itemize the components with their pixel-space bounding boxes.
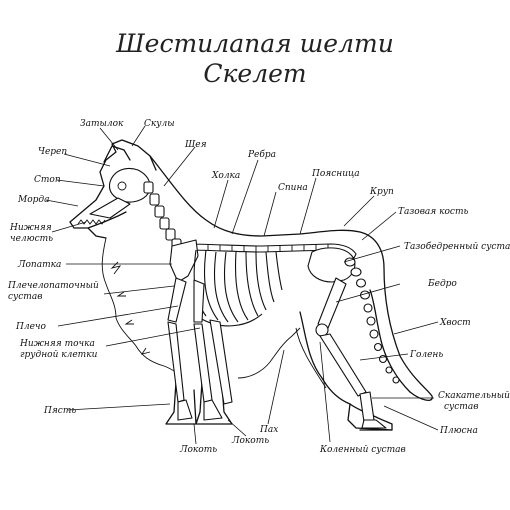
front-leg-bones [167,277,233,421]
label-skakat-1: Скакательный [438,391,510,401]
frontleg-outline [165,381,233,425]
label-pah: Пах [259,425,278,435]
hindpaw-outline [347,403,393,431]
label-rebra: Ребра [247,149,276,160]
label-plecheloopat-2: сустав [8,292,42,302]
label-nizh-chelyust-1: Нижняя [9,223,52,233]
label-golen: Голень [409,350,443,360]
label-cherep: Череп [38,147,67,157]
label-tazobedr-sustav: Тазобедренный сустав [404,241,510,252]
diagram-subtitle: Скелет [203,59,307,88]
tail-outline [369,289,411,393]
label-holka: Холка [211,171,240,181]
label-plecheloopat-1: Плечелопаточный [7,281,99,291]
label-hvost: Хвост [439,318,471,328]
label-zatylok: Затылок [80,119,124,129]
ruff-outline [101,237,183,377]
eye-socket [117,181,127,191]
label-tazovaya-kost: Тазовая кость [398,207,468,217]
skeleton [89,167,400,429]
hind-leg-bones [315,277,387,429]
head-outline [69,139,157,223]
belly-outline [237,327,301,379]
label-skakat-2: сустав [444,402,478,412]
label-stop: Стоп [34,175,61,185]
dog-outline [69,139,433,431]
label-plecho: Плечо [15,322,47,332]
cervical-vertebrae [143,181,182,250]
labels: Затылок Скулы Череп Шея Ребра Стоп Холка… [7,119,510,455]
label-lokot-1: Локоть [179,445,217,455]
label-past: Пясть [43,406,76,416]
label-lokot-2: Локоть [231,436,269,446]
label-morda: Морда [17,195,49,205]
label-spina: Спина [278,183,308,193]
label-bedro: Бедро [427,279,457,289]
ribcage [193,249,283,327]
label-kolen-sustav: Коленный сустав [319,445,406,455]
label-nizh-chelyust-2: челюсть [10,234,53,244]
tail-vertebrae [344,257,400,384]
jaw-bone [89,197,131,219]
muzzle-outline [69,211,127,239]
leader-lines [45,125,439,445]
back-outline [149,155,433,402]
ear-outline [103,145,131,163]
ruff-fur [110,261,151,355]
label-poyasnitsa: Поясница [311,169,360,179]
label-plyusna: Плюсна [439,426,478,436]
label-nizh-tochka-2: грудной клетки [20,350,98,360]
teeth [77,219,106,225]
label-lopatka: Лопатка [17,260,61,270]
innerleg-outline [295,327,327,389]
label-krup: Круп [369,187,394,197]
diagram-title: Шестилапая шелти [116,29,394,58]
skull-bone [108,167,151,203]
label-shea: Шея [184,140,207,150]
spine-bone [181,243,357,259]
label-skuly: Скулы [144,119,175,129]
label-nizh-tochka-1: Нижняя точка [19,339,95,349]
